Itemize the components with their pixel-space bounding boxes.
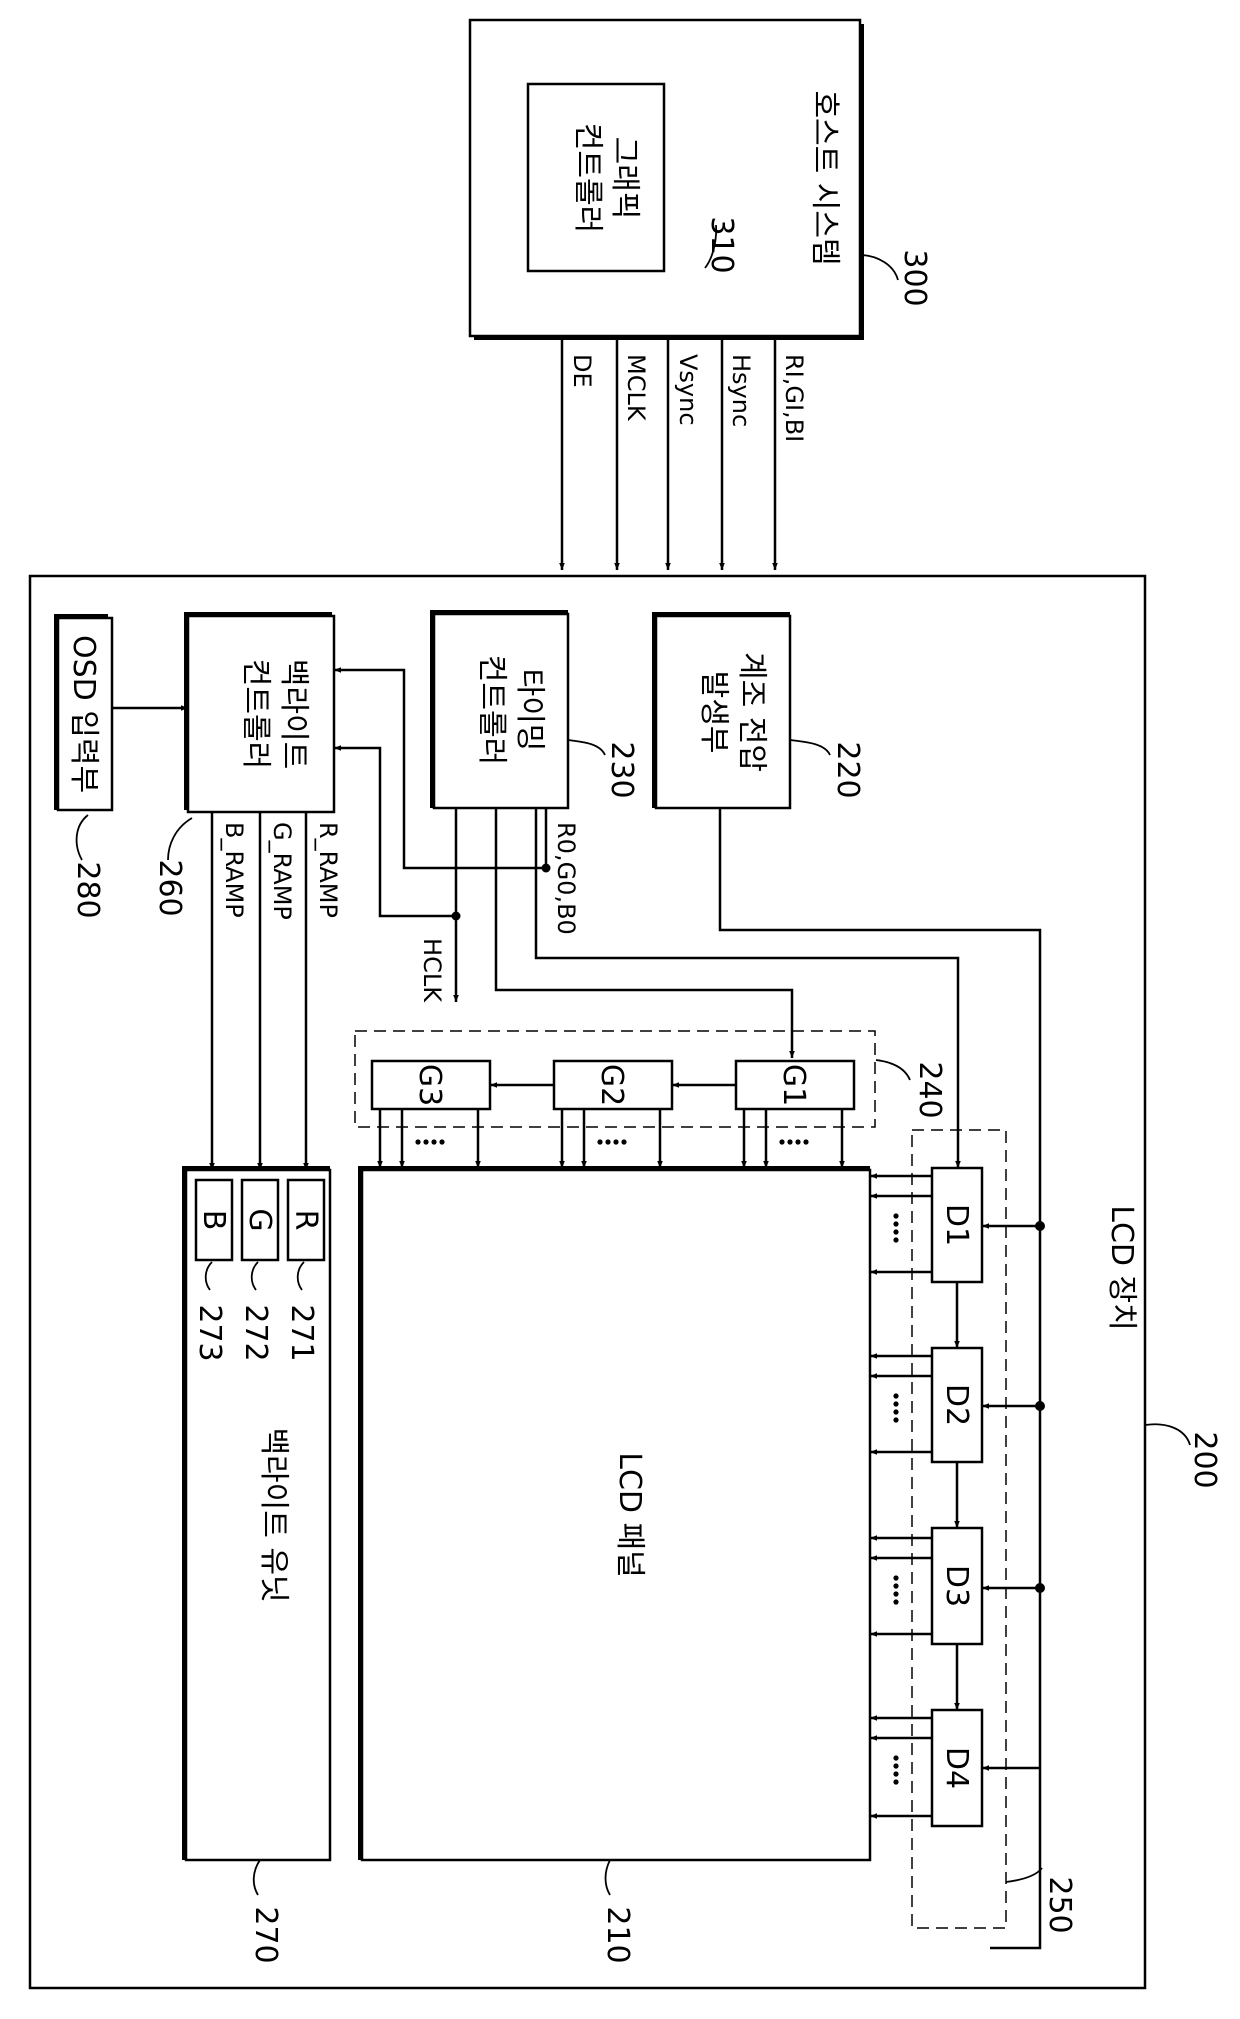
backlight-unit-block: 백라이트 유닛 bbox=[182, 1166, 330, 1860]
signal-rgb-in: RI,GI,BI bbox=[780, 354, 808, 442]
lcd-device-label: LCD 장치 bbox=[1104, 1205, 1139, 1331]
osd-input-label: OSD 입력부 bbox=[66, 635, 101, 793]
lcd-panel-block: LCD 패널 bbox=[358, 1166, 870, 1860]
timing-to-gate-line bbox=[496, 808, 792, 1058]
ref-280: 280 bbox=[70, 861, 105, 918]
data-driver-d4: D4 bbox=[932, 1710, 982, 1826]
data-driver-d1-label: D1 bbox=[939, 1204, 974, 1246]
timing-controller-label-1: 타이밍 bbox=[512, 669, 547, 752]
gate-driver-g1-label: G1 bbox=[776, 1064, 811, 1106]
led-b: B bbox=[196, 1180, 232, 1260]
gray-voltage-block: 계조 전압 발생부 bbox=[652, 612, 790, 808]
timing-to-data-line bbox=[536, 808, 958, 1168]
gray-voltage-taps bbox=[982, 1221, 1045, 1768]
led-b-label: B bbox=[196, 1210, 231, 1231]
ref-260: 260 bbox=[152, 859, 187, 916]
ref-230: 230 bbox=[604, 741, 639, 798]
ref-271: 271 bbox=[284, 1304, 319, 1361]
gate-driver-g2: G2 bbox=[554, 1061, 672, 1109]
g-ramp-label: G_RAMP bbox=[268, 822, 296, 920]
data-driver-d3: D3 bbox=[932, 1528, 982, 1644]
ref-273: 273 bbox=[192, 1304, 227, 1361]
ref-220: 220 bbox=[830, 741, 865, 798]
rgb-out-label: R0,G0,B0 bbox=[552, 822, 580, 935]
ref-310: 310 bbox=[704, 216, 739, 273]
osd-input-block: OSD 입력부 bbox=[54, 614, 112, 810]
graphic-controller-label-1: 그래픽 bbox=[607, 137, 642, 220]
ref-200: 200 bbox=[1187, 1431, 1222, 1488]
ref-240: 240 bbox=[912, 1061, 947, 1118]
hclk-label: HCLK bbox=[418, 938, 446, 1003]
led-g: G bbox=[242, 1180, 278, 1260]
backlight-controller-block: 백라이트 컨트롤러 bbox=[184, 612, 334, 812]
host-system-label: 호스트 시스템 bbox=[807, 90, 842, 265]
gray-voltage-label-1: 계조 전압 bbox=[734, 652, 769, 772]
led-r-label: R bbox=[288, 1210, 323, 1231]
gate-driver-g1: G1 bbox=[736, 1061, 854, 1109]
led-g-label: G bbox=[242, 1208, 277, 1231]
signal-hsync: Hsync bbox=[727, 354, 755, 427]
graphic-controller-label-2: 컨트롤러 bbox=[570, 123, 605, 233]
data-driver-d1: D1 bbox=[932, 1168, 982, 1282]
gate-driver-g3-label: G3 bbox=[412, 1064, 447, 1106]
ref-272: 272 bbox=[238, 1304, 273, 1361]
ref-210: 210 bbox=[600, 1906, 635, 1963]
b-ramp-label: B_RAMP bbox=[220, 822, 248, 918]
data-driver-d2-label: D2 bbox=[939, 1384, 974, 1426]
signal-de: DE bbox=[568, 354, 596, 388]
gate-driver-g2-label: G2 bbox=[594, 1064, 629, 1106]
ref-300: 300 bbox=[897, 249, 932, 306]
timing-controller-block: 타이밍 컨트롤러 bbox=[430, 610, 568, 808]
r-ramp-label: R_RAMP bbox=[314, 822, 342, 918]
gate-output-lines bbox=[380, 1109, 842, 1168]
data-driver-d3-label: D3 bbox=[939, 1565, 974, 1607]
data-driver-d2: D2 bbox=[932, 1348, 982, 1462]
ref-270: 270 bbox=[248, 1906, 283, 1963]
backlight-controller-label-1: 백라이트 bbox=[276, 659, 311, 769]
graphic-controller-block: 그래픽 컨트롤러 bbox=[528, 84, 664, 271]
data-driver-d4-label: D4 bbox=[939, 1747, 974, 1789]
ref-250: 250 bbox=[1042, 1876, 1077, 1933]
led-r: R bbox=[288, 1180, 324, 1260]
backlight-controller-label-2: 컨트롤러 bbox=[238, 659, 273, 769]
lcd-panel-label: LCD 패널 bbox=[612, 1452, 647, 1578]
timing-controller-label-2: 컨트롤러 bbox=[474, 655, 509, 765]
gate-driver-g3: G3 bbox=[372, 1061, 490, 1109]
backlight-unit-label: 백라이트 유닛 bbox=[256, 1427, 291, 1602]
signal-mclk: MCLK bbox=[622, 354, 650, 422]
gray-voltage-label-2: 발생부 bbox=[696, 671, 731, 754]
signal-vsync: Vsync bbox=[674, 354, 702, 426]
data-output-lines bbox=[870, 1176, 932, 1816]
